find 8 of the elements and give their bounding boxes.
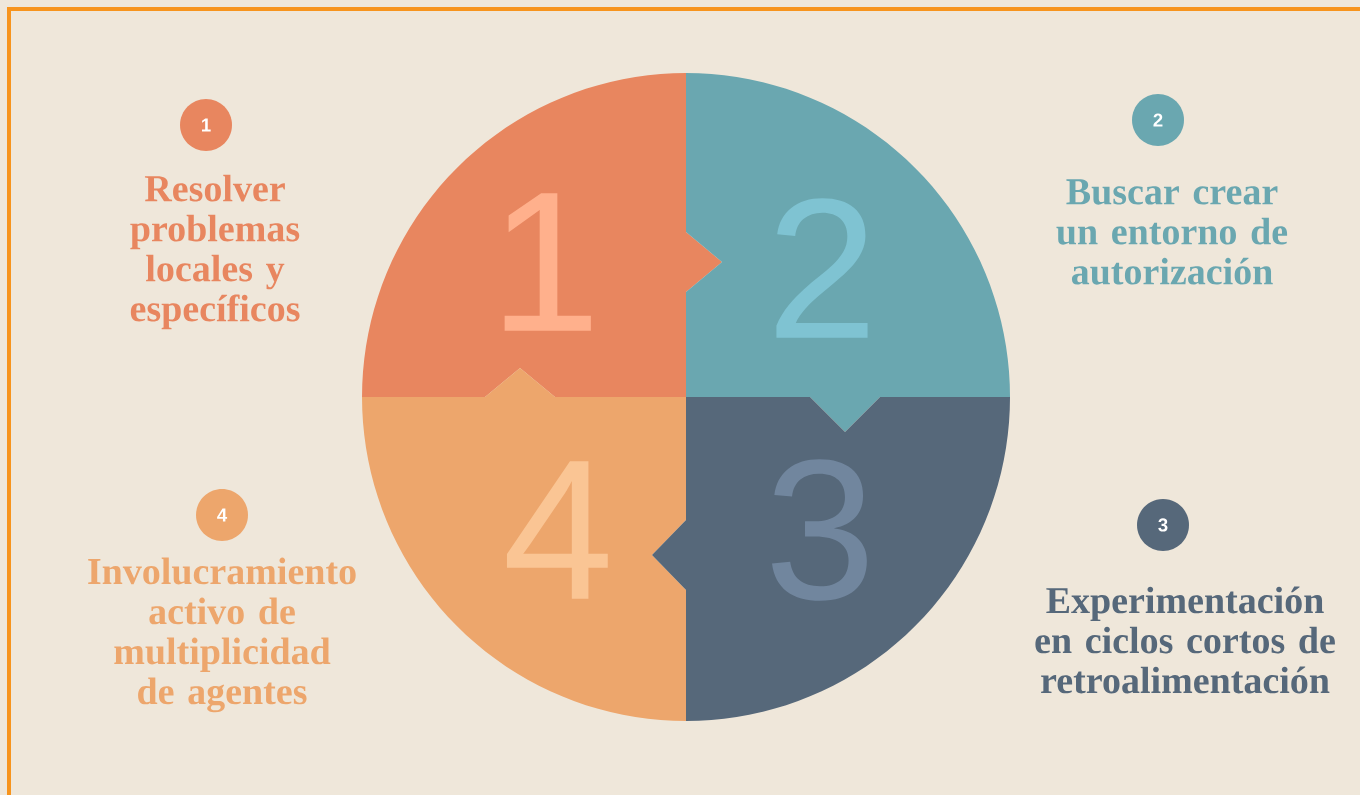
description-text: Experimentación en ciclos cortos de retroalimentación	[1035, 586, 1335, 694]
number-badge: 4	[196, 489, 248, 541]
number-badge: 1	[180, 99, 232, 151]
number-badge: 2	[1132, 94, 1184, 146]
description-text: Resolver problemas locales y específicos	[130, 174, 300, 330]
description-text: Involucramiento activo de multiplicidad de agentes	[88, 557, 356, 713]
number-badge: 3	[1137, 499, 1189, 551]
description-text: Buscar crear un entorno de autorización	[1056, 179, 1288, 285]
